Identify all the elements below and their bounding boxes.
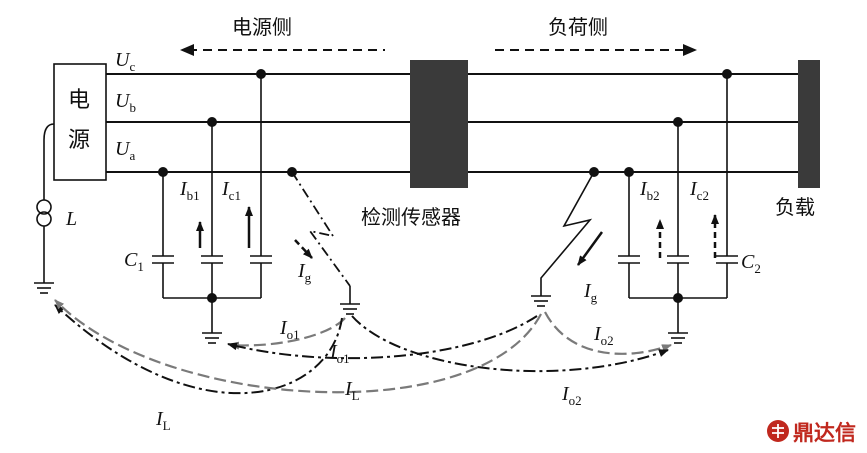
io1-path-a <box>229 317 346 350</box>
uc-label: U <box>115 49 131 71</box>
io2-label-b: Io2 <box>561 383 582 408</box>
load-label: 负载 <box>775 195 815 219</box>
io1-path-b <box>227 315 538 360</box>
left-ground-fault: Ig <box>287 167 360 315</box>
svg-text:Ub: Ub <box>115 90 136 115</box>
il-path-a <box>54 304 343 395</box>
ua-label: U <box>115 138 131 160</box>
phase-labels: Uc Ub Ua <box>115 49 136 163</box>
source-side-indicator: 电源侧 <box>180 15 385 56</box>
io2-label-a: Io2 <box>593 323 614 348</box>
ig-left-label: Ig <box>297 260 312 285</box>
watermark-text: 鼎达信 <box>793 421 856 445</box>
load: 负载 <box>775 60 820 219</box>
power-source: 电 源 <box>53 63 107 181</box>
inductor-L: L <box>34 123 77 294</box>
ic1-label: Ic1 <box>221 178 241 203</box>
load-capacitors: C2 Ib2 Ic2 <box>618 69 761 344</box>
ub-label: U <box>115 90 131 112</box>
source-capacitors: C1 Ib1 Ic1 <box>124 69 272 344</box>
svg-text:Ua: Ua <box>115 138 135 163</box>
source-side-label: 电源侧 <box>232 15 292 39</box>
sensor-label: 检测传感器 <box>361 205 461 229</box>
svg-text:Uc: Uc <box>115 49 135 74</box>
ig-left-arrow <box>294 239 313 259</box>
ig-right-arrow <box>576 231 604 266</box>
source-label-top: 电 <box>68 88 90 113</box>
ic2-label: Ic2 <box>689 178 709 203</box>
ig-right-label: Ig <box>583 280 598 305</box>
il-path-b <box>54 299 542 394</box>
io2-path-b <box>351 315 669 373</box>
inductor-label: L <box>65 208 77 230</box>
load-side-indicator: 负荷侧 <box>495 15 697 56</box>
source-label-bottom: 源 <box>68 128 90 153</box>
io1-label-a: Io1 <box>279 317 300 342</box>
current-paths: Io1 Io1 IL IL Io2 Io2 <box>54 299 672 433</box>
load-side-label: 负荷侧 <box>548 15 608 39</box>
watermark: 鼎达信 <box>767 420 856 445</box>
detection-sensor: 检测传感器 <box>361 60 468 229</box>
ib1-label: Ib1 <box>179 178 200 203</box>
il-label-b: IL <box>344 378 360 403</box>
c2-label: C2 <box>741 251 761 276</box>
il-label-a: IL <box>155 408 171 433</box>
ib2-label: Ib2 <box>639 178 660 203</box>
right-ground-fault: Ig <box>531 167 604 307</box>
io2-path-a <box>544 311 672 355</box>
c1-label: C1 <box>124 249 144 274</box>
io1-label-b: Io1 <box>329 341 350 366</box>
